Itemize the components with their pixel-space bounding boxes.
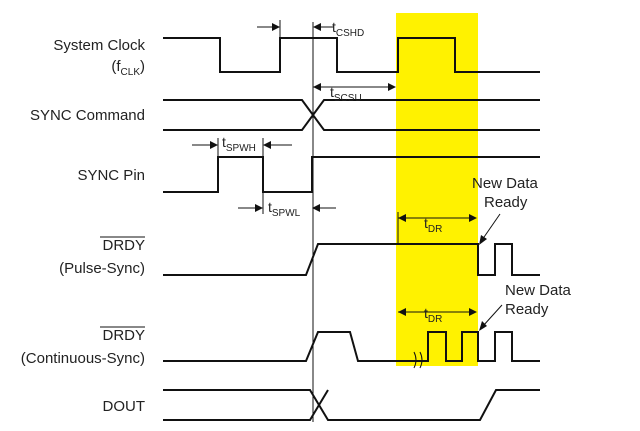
system-clock-waveform bbox=[163, 37, 540, 73]
svg-text:New Data: New Data bbox=[472, 175, 539, 192]
svg-text:tDR: tDR bbox=[424, 215, 442, 235]
svg-text:tSPWH: tSPWH bbox=[222, 134, 256, 154]
sync-pin-label: SYNC Pin bbox=[77, 167, 145, 184]
tspwl-annotation: tSPWL bbox=[238, 192, 336, 219]
sync-command-label: SYNC Command bbox=[30, 107, 145, 124]
svg-text:tCSHD: tCSHD bbox=[332, 19, 364, 39]
svg-text:tDR: tDR bbox=[424, 305, 442, 325]
new-data-ready-annotation-2: New Data Ready bbox=[479, 282, 572, 331]
svg-text:New Data: New Data bbox=[505, 282, 572, 299]
tdr2-annotation: tDR bbox=[398, 305, 477, 325]
svg-text:tSPWL: tSPWL bbox=[268, 199, 301, 219]
tcshd-annotation: tCSHD bbox=[257, 19, 364, 39]
tcscu-annotation: tSCSU bbox=[313, 83, 396, 104]
drdy-continuous-label: DRDY bbox=[102, 327, 145, 344]
dout-waveform bbox=[163, 389, 540, 421]
sync-pin-waveform bbox=[163, 156, 540, 193]
drdy-continuous-waveform bbox=[163, 331, 540, 362]
tspwh-annotation: tSPWH bbox=[192, 134, 292, 157]
sync-command-waveform bbox=[163, 99, 540, 131]
dout-label: DOUT bbox=[103, 398, 146, 415]
system-clock-sub-label: (fCLK) bbox=[111, 58, 145, 78]
drdy-pulse-label: DRDY bbox=[102, 237, 145, 254]
tdr1-annotation: tDR bbox=[397, 212, 477, 244]
new-data-ready-annotation-1: New Data Ready bbox=[472, 175, 539, 245]
svg-text:Ready: Ready bbox=[505, 301, 549, 318]
drdy-pulse-waveform bbox=[163, 243, 540, 276]
svg-text:tSCSU: tSCSU bbox=[330, 84, 362, 104]
system-clock-label: System Clock bbox=[53, 37, 145, 54]
break-mark bbox=[413, 351, 423, 369]
svg-text:Ready: Ready bbox=[484, 194, 528, 211]
drdy-pulse-sub-label: (Pulse-Sync) bbox=[59, 260, 145, 277]
drdy-continuous-sub-label: (Continuous-Sync) bbox=[21, 350, 145, 367]
